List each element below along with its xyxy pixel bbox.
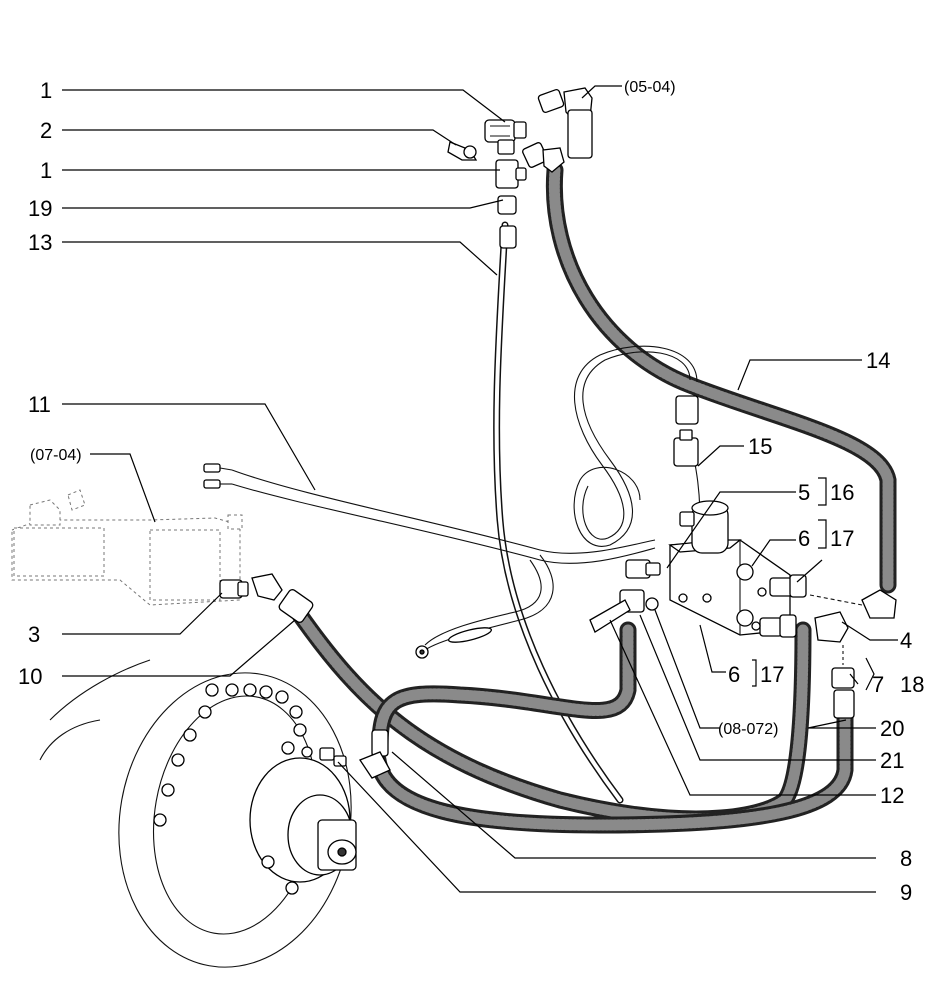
tee-fitting-top	[484, 119, 527, 155]
adapter-19	[497, 195, 517, 249]
callout-19: 19	[28, 196, 52, 221]
elbow-fitting-2	[447, 141, 478, 161]
callout-3: 3	[28, 622, 40, 647]
fitting-3	[219, 579, 249, 599]
callout-11: 11	[28, 392, 51, 417]
callout-6-top: 6	[798, 526, 810, 551]
callout-5: 5	[798, 480, 810, 505]
hose-14	[545, 161, 897, 594]
solenoid-coil-5	[679, 500, 729, 554]
hose-13	[493, 221, 624, 804]
callout-17-top: 17	[830, 526, 854, 551]
leader-lines	[62, 85, 898, 893]
callout-1-lower: 1	[40, 158, 52, 183]
callout-20: 20	[880, 716, 904, 741]
callout-9: 9	[900, 880, 912, 905]
hose-12	[371, 621, 637, 754]
callout-10: 10	[18, 664, 42, 689]
callout-6-lower: 6	[728, 662, 740, 687]
reference-07-04: (07-04)	[30, 447, 82, 464]
cable-11	[203, 463, 656, 659]
callout-12: 12	[880, 783, 904, 808]
swivel-fittings-top-right	[522, 87, 593, 173]
callout-4: 4	[900, 628, 912, 653]
callout-15: 15	[748, 434, 772, 459]
reference-05-04: (05-04)	[624, 79, 676, 96]
connector-15	[673, 395, 699, 467]
hose-8	[369, 696, 854, 834]
reference-08-072: (08-072)	[718, 721, 778, 738]
callout-2: 2	[40, 118, 52, 143]
axle-hub	[39, 659, 357, 968]
fitting-7	[831, 645, 855, 719]
component-07-04	[11, 489, 243, 606]
fittings-valve-left	[589, 559, 661, 633]
callout-1-top: 1	[40, 78, 52, 103]
callout-21: 21	[880, 748, 904, 773]
callout-8: 8	[900, 846, 912, 871]
elbow-fitting-hose-8	[359, 729, 391, 779]
hose-10-end-fitting	[251, 573, 314, 623]
elbow-fitting-4	[809, 589, 897, 643]
callout-14: 14	[866, 348, 890, 373]
callout-labels: 1 2 1 19 13 11 (07-04) 3 10 (05-04) 14 1…	[18, 78, 924, 905]
callout-7: 7	[872, 672, 884, 697]
callout-13: 13	[28, 230, 52, 255]
callout-18: 18	[900, 672, 924, 697]
callout-16: 16	[830, 480, 854, 505]
tee-fitting-lower	[495, 159, 527, 189]
callout-17-lower: 17	[760, 662, 784, 687]
fittings-valve-right	[751, 574, 807, 638]
